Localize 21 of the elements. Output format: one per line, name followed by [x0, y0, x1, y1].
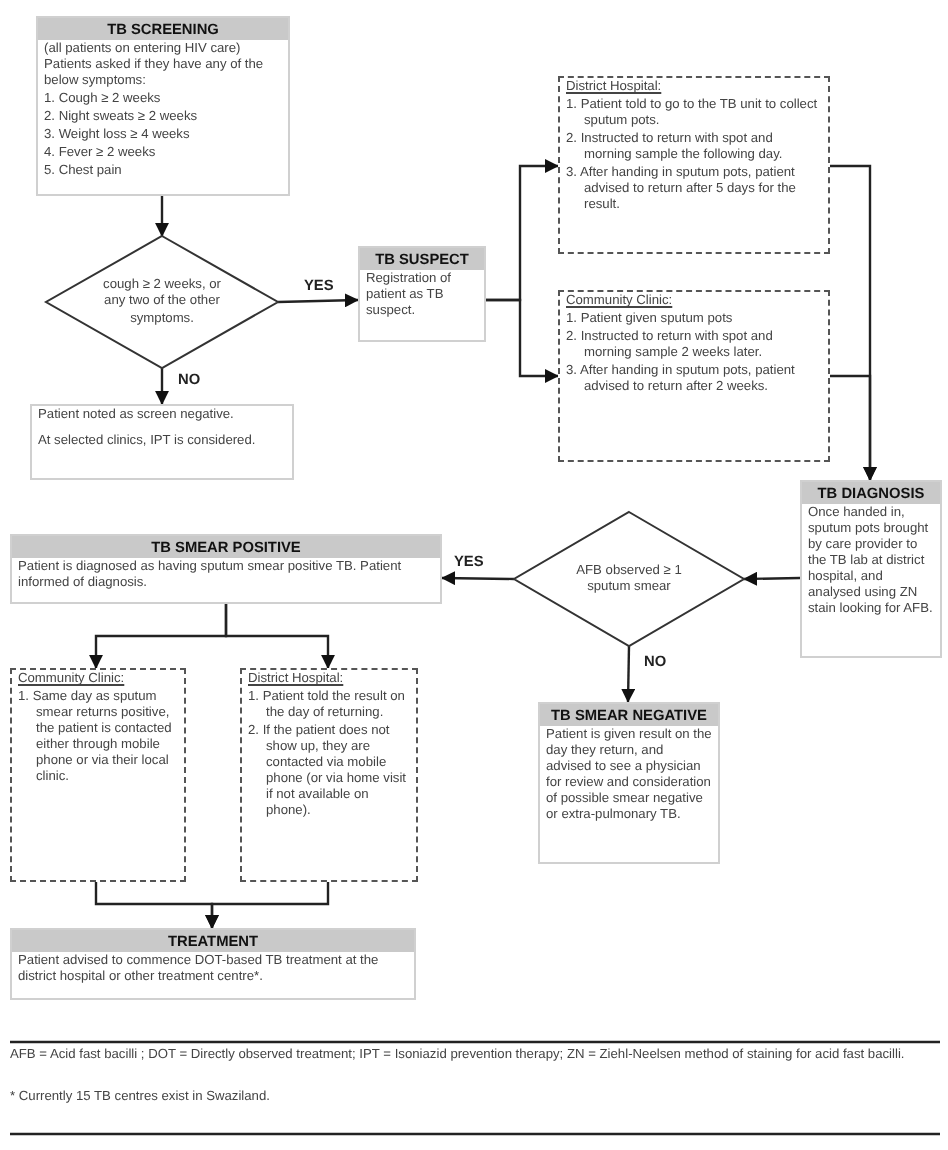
dashed-box: [558, 76, 830, 254]
dashed-box: [10, 668, 186, 882]
process-box: [10, 534, 442, 604]
dashed-box: [240, 668, 418, 882]
process-box: [538, 702, 720, 864]
arrow: [743, 571, 801, 586]
process-box: [10, 928, 416, 1000]
dashed-box: [558, 290, 830, 462]
process-box: [30, 404, 294, 480]
process-box: [36, 16, 290, 196]
arrow: [277, 293, 359, 308]
arrow: [155, 368, 169, 405]
arrow: [486, 298, 559, 383]
arrow: [155, 196, 169, 237]
process-box: [800, 480, 942, 658]
arrow: [441, 571, 514, 586]
process-box: [358, 246, 486, 342]
arrow: [621, 645, 636, 703]
arrow: [830, 374, 877, 481]
arrow: [224, 604, 335, 669]
arrow: [205, 882, 330, 929]
